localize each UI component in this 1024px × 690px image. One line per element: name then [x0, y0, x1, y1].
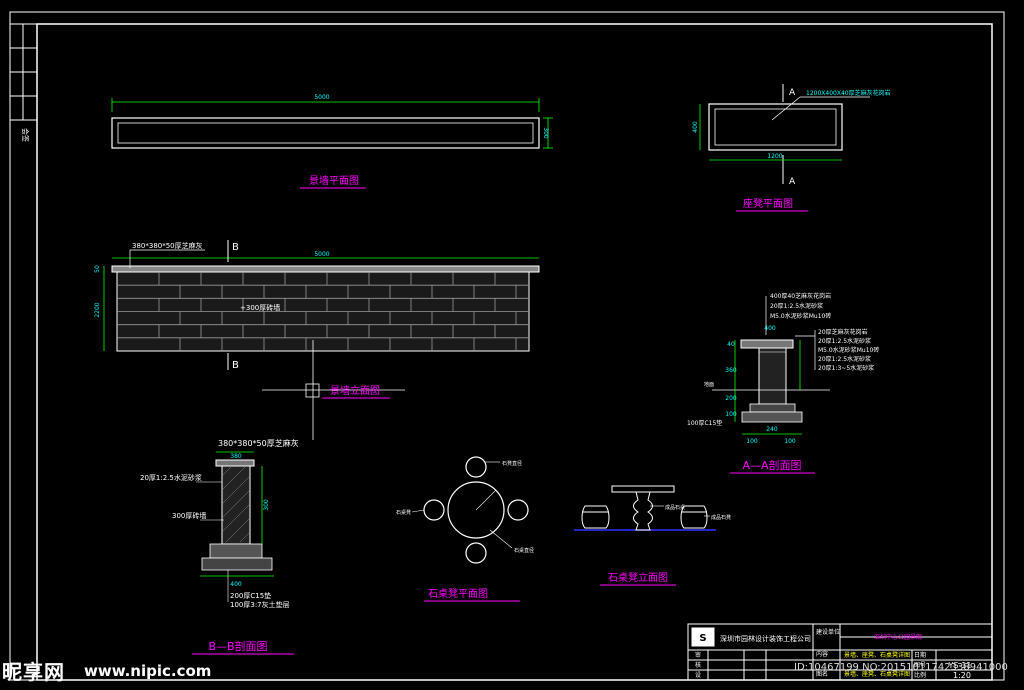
- table-plan: [411, 456, 529, 564]
- section-aa-note-top-2: 20厚1:2.5水泥砂浆: [770, 302, 823, 310]
- title-block-sheet-no: YS-11: [947, 661, 971, 670]
- title-block-content: 景墙、座凳、石桌凳详图: [844, 651, 910, 659]
- title-block: [687, 623, 993, 681]
- section-aa-dim-360: 360: [725, 367, 737, 374]
- table-elevation-title: 石桌凳立面图: [608, 571, 668, 584]
- section-aa-dim-100-right: 100: [784, 438, 796, 445]
- section-aa-dim-40: 40: [727, 341, 735, 348]
- table-plan-note-a: 石凳直径: [502, 460, 522, 467]
- section-bb-mortar-note: 20厚1:2.5水泥砂浆: [140, 473, 202, 482]
- section-bb-dim-300: 300: [263, 499, 270, 511]
- title-block-drawing: 景墙、座凳、石桌凳详图: [844, 670, 910, 678]
- section-aa-dim-240: 240: [766, 426, 778, 433]
- section-aa-title: A—A剖面图: [742, 458, 801, 472]
- section-bb-wall-note: 300厚砖墙: [172, 511, 206, 520]
- section-aa-note-top-1: 400厚40芝麻灰花岗岩: [770, 292, 831, 300]
- section-aa: [712, 296, 830, 435]
- title-block-company: 深圳市园林设计装饰工程公司: [720, 634, 811, 643]
- seat-plan-dim-width: 400: [692, 121, 699, 133]
- seat-plan-note: 1200X400X40厚芝麻灰花岗岩: [806, 89, 891, 97]
- sidebar-strip: [10, 23, 37, 121]
- wall-elevation-title: 景墙立面图: [330, 384, 380, 397]
- title-block-content-label: 内容: [816, 650, 828, 658]
- wall-plan: [111, 98, 553, 149]
- wall-elevation: [103, 240, 540, 440]
- section-aa-dim-100-left: 100: [746, 438, 758, 445]
- watermark-id: ID:10467199 NO:20151011742338941000: [794, 662, 1008, 673]
- section-aa-ground-label: 地面: [704, 381, 714, 388]
- watermark-logo: 昵享网: [2, 660, 65, 684]
- wall-elevation-dim-top: 50: [94, 265, 101, 273]
- section-aa-note-right-2: 20厚1:2.5水泥砂浆: [818, 337, 871, 345]
- title-block-project: 深圳中心公园景观: [874, 633, 922, 641]
- section-aa-dim-200: 200: [725, 395, 737, 402]
- section-bb-base-note-2: 100厚3:7灰土垫层: [230, 600, 290, 609]
- title-block-project-label: 建设单位: [816, 628, 840, 636]
- wall-plan-title: 景墙平面图: [309, 174, 359, 187]
- table-plan-note-b: 石桌直径: [514, 547, 534, 554]
- inner-frame: [36, 23, 993, 681]
- section-aa-note-right-4: 20厚1:2.5水泥砂浆: [818, 355, 871, 363]
- title-block-scale: 1:20: [953, 671, 971, 680]
- section-aa-dim-100: 100: [725, 411, 737, 418]
- section-bb-dim-380: 380: [230, 453, 242, 460]
- section-bb-dim-400: 400: [230, 581, 242, 588]
- seat-plan-section-mark-bottom: A: [789, 177, 796, 187]
- table-elevation: [574, 485, 716, 531]
- section-aa-note-right-1: 20厚芝麻灰花岗岩: [818, 328, 868, 336]
- seat-plan-title: 座凳平面图: [743, 197, 793, 210]
- wall-elevation-section-mark-bottom: B: [232, 360, 239, 371]
- wall-elevation-dim-height: 2200: [94, 302, 101, 317]
- title-block-sheet-label: 图号: [914, 662, 926, 669]
- table-plan-title: 石桌凳平面图: [428, 587, 488, 600]
- wall-plan-dim-width: 300: [542, 127, 549, 139]
- section-aa-note-right-5: 20厚1:3~5水泥砂浆: [818, 364, 874, 372]
- title-block-row-label-2: 核: [695, 661, 701, 669]
- section-bb-cap-note: 380*380*50厚芝麻灰: [218, 438, 299, 448]
- company-logo-icon: S: [699, 633, 706, 644]
- title-block-drawing-label: 图名: [816, 670, 828, 678]
- seat-plan-section-mark-top: A: [789, 88, 796, 98]
- section-aa-note-top-3: M5.0水泥砂浆Mu10砖: [770, 312, 831, 320]
- section-bb-base-note-1: 200厚C15垫: [230, 591, 271, 600]
- section-aa-note-right-3: M5.0水泥砂浆Mu10砖: [818, 346, 879, 354]
- title-block-date-label: 日期: [914, 651, 926, 659]
- title-block-row-label-1: 审: [695, 651, 701, 659]
- seat-plan-dim-length: 1200: [767, 153, 782, 160]
- wall-elevation-dim-length: 5000: [314, 251, 329, 258]
- wall-elevation-cap-note: 380*380*50厚芝麻灰: [132, 241, 203, 250]
- section-bb: [196, 451, 274, 602]
- table-elevation-note-a: 成品石桌: [665, 504, 685, 511]
- table-elevation-note-b: 成品石凳: [711, 514, 731, 521]
- sidebar-label: 会签: [21, 128, 30, 142]
- seat-plan: [699, 84, 870, 184]
- wall-plan-dim-length: 5000: [314, 94, 329, 101]
- watermark-url: www.nipic.com: [84, 662, 212, 680]
- section-bb-title: B—B剖面图: [208, 639, 267, 653]
- title-block-row-label-3: 设: [695, 671, 701, 679]
- section-aa-dim-400: 400: [764, 325, 776, 332]
- wall-elevation-section-mark-top: B: [232, 242, 239, 253]
- title-block-scale-label: 比例: [914, 671, 926, 679]
- table-plan-note-c: 石桌凳: [396, 509, 411, 516]
- wall-elevation-brick-note: +300厚砖墙: [240, 303, 280, 312]
- section-aa-base-note: 100厚C15垫: [687, 419, 722, 427]
